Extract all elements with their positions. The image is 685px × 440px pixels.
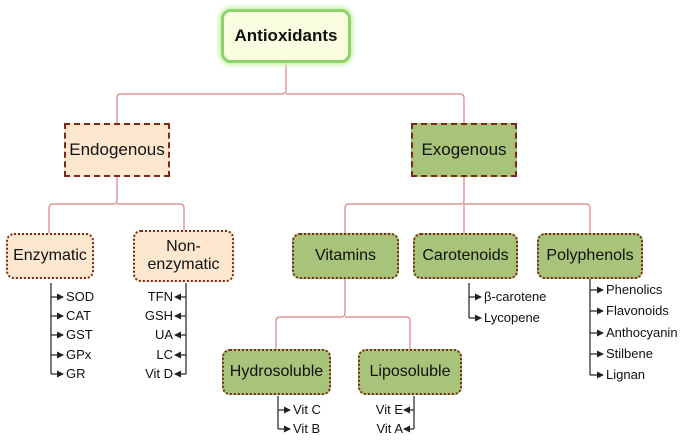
non-enzymatic-item: TFN: [147, 289, 173, 304]
carotenoids-item: β-carotene: [484, 289, 547, 304]
connector-root-endogenous: [116, 63, 287, 123]
polyphenols-item: Phenolics: [606, 282, 663, 297]
antioxidants-root: Antioxidants: [221, 9, 351, 63]
hydrosoluble-item: Vit C: [293, 402, 321, 417]
exogenous-label: Exogenous: [421, 140, 507, 160]
connector-exogenous-vitamins: [344, 177, 465, 233]
enzymatic-label: Enzymatic: [13, 246, 87, 264]
connector-endogenous-nonenzymatic: [117, 203, 185, 230]
vitamins-label: Vitamins: [314, 246, 377, 264]
enzymatic-item: GR: [66, 366, 86, 381]
polyphenols-item: Stilbene: [606, 346, 653, 361]
connector-vitamins-hydrosoluble: [275, 279, 346, 349]
enzymatic-item: GST: [66, 327, 93, 342]
hydrosoluble-item: Vit B: [293, 421, 321, 436]
vitamins-node: Vitamins: [292, 233, 399, 279]
connector-endogenous-enzymatic: [48, 177, 118, 233]
non-enzymatic-node: Non- enzymatic: [133, 230, 234, 282]
non-enzymatic-item: UA: [154, 327, 173, 342]
non-enzymatic-item: LC: [156, 347, 173, 362]
endogenous-node: Endogenous: [64, 123, 170, 177]
non-enzymatic-label-line2: enzymatic: [147, 256, 220, 273]
connector-vitamins-liposoluble: [345, 316, 411, 349]
non-enzymatic-label-line1: Non-: [166, 237, 201, 255]
liposoluble-item: Vit E: [375, 402, 403, 417]
polyphenols-node: Polyphenols: [537, 233, 643, 279]
exogenous-node: Exogenous: [411, 123, 517, 177]
non-enzymatic-item: Vit D: [145, 366, 173, 381]
enzymatic-item: SOD: [66, 289, 95, 304]
polyphenols-label: Polyphenols: [546, 246, 634, 264]
connector-exogenous-polyphenols: [464, 203, 591, 233]
liposoluble-item: Vit A: [376, 421, 403, 436]
enzymatic-node: Enzymatic: [6, 233, 94, 279]
non-enzymatic-item: GSH: [144, 308, 173, 323]
polyphenols-item: Flavonoids: [606, 303, 669, 318]
carotenoids-node: Carotenoids: [413, 233, 518, 279]
carotenoids-item: Lycopene: [484, 310, 540, 325]
endogenous-label: Endogenous: [69, 140, 165, 160]
carotenoids-label: Carotenoids: [422, 246, 509, 264]
enzymatic-item: CAT: [66, 308, 92, 323]
enzymatic-item: GPx: [66, 347, 92, 362]
connector-root-exogenous: [286, 93, 465, 123]
polyphenols-item: Lignan: [606, 367, 646, 382]
hydrosoluble-label: Hydrosoluble: [229, 362, 324, 380]
liposoluble-node: Liposoluble: [358, 349, 462, 395]
polyphenols-item: Anthocyanin: [606, 325, 678, 340]
hydrosoluble-node: Hydrosoluble: [222, 349, 331, 395]
root-label: Antioxidants: [234, 26, 338, 46]
liposoluble-label: Liposoluble: [369, 362, 451, 380]
